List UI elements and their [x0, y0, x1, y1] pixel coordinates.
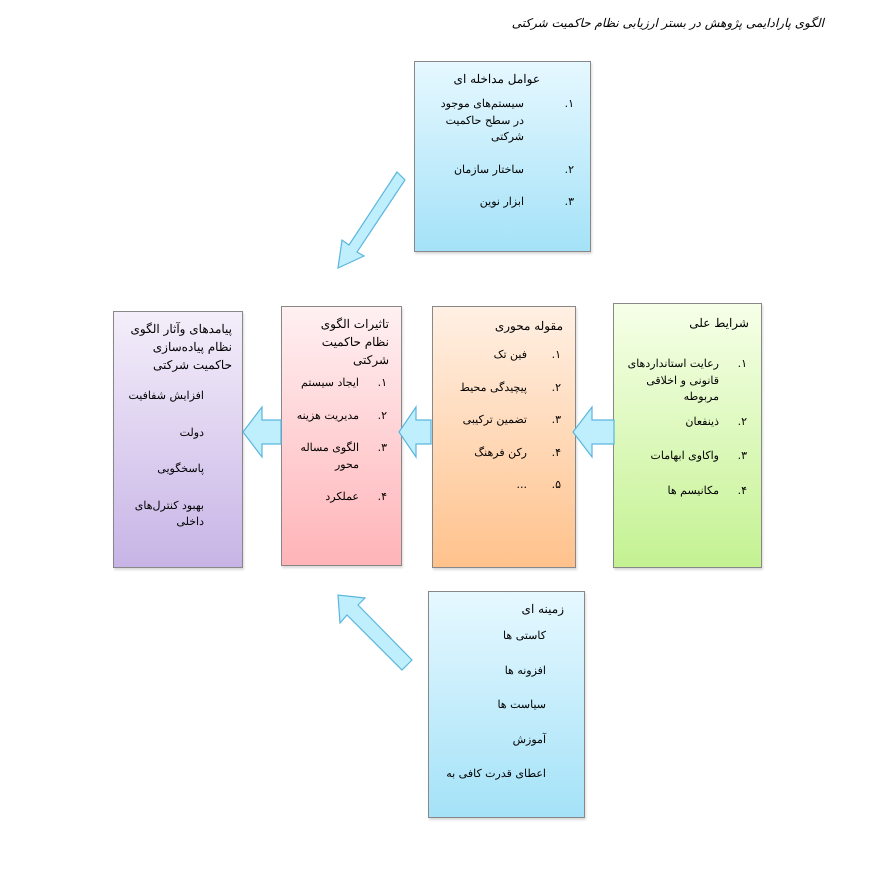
contextual-heading: زمینه ای: [521, 602, 564, 616]
list-item: سیاست ها: [497, 698, 546, 711]
list-item: ۴. عملکرد: [290, 489, 393, 506]
list-item: ۳. ابزار نوین: [429, 194, 580, 211]
causal-list: ۱. رعایت استانداردهای قانونی و اخلاقی مرب…: [624, 356, 753, 499]
item-text: ایجاد سیستم: [301, 376, 359, 389]
list-item: بهبود کنترل‌های داخلی: [134, 498, 204, 529]
contextual-box: زمینه ای کاستی ها افزونه ها سیاست ها آمو…: [428, 591, 585, 818]
item-number: ۱.: [564, 97, 574, 110]
intervening-list: ۱. سیستم‌های موجود در سطح حاکمیت شرکتی ۲.…: [429, 96, 580, 211]
contextual-list: کاستی ها افزونه ها سیاست ها آموزش اعطای …: [439, 628, 572, 783]
list-item: افزونه ها: [504, 663, 546, 677]
core-list: ۱. فین تک ۲. پیچیدگی محیط ۳. تضمین ترکیبی ۴…: [443, 347, 567, 494]
item-number: ۱.: [551, 348, 561, 361]
arrow-intervening-to-consequences-icon: [337, 171, 406, 270]
item-text: رکن فرهنگ: [474, 445, 527, 459]
intervening-factors-box: عوامل مداخله ای ۱. سیستم‌های موجود در سطح…: [414, 61, 591, 252]
outcomes-list: افزایش شفافیت دولت پاسخگویی بهبود کنترل‌…: [124, 388, 232, 531]
item-text: ساختار سازمان: [453, 162, 524, 176]
item-text: پیچیدگی محیط: [459, 380, 527, 394]
list-item: ۵....: [443, 477, 567, 494]
list-item: ۳. واکاوی ابهامات: [624, 448, 753, 465]
item-text: واکاوی ابهامات: [650, 449, 719, 462]
consequences-box: تاثیرات الگوی نظام حاکمیت شرکتی ۱. ایجاد …: [281, 306, 402, 566]
list-item: ۳. تضمین ترکیبی: [443, 412, 567, 429]
item-text: تضمین ترکیبی: [462, 413, 527, 426]
item-number: ۵.: [551, 478, 561, 491]
causal-heading: شرایط علی: [689, 316, 749, 330]
consequences-heading: تاثیرات الگوی نظام حاکمیت شرکتی: [320, 317, 389, 367]
list-item: ۴. مکانیسم ها: [624, 483, 753, 500]
list-item: ۲. پیچیدگی محیط: [443, 380, 567, 397]
item-text: ابزار نوین: [479, 195, 524, 208]
item-number: ۳.: [551, 413, 561, 426]
item-text: فین تک: [493, 348, 527, 361]
list-item: ۴. رکن فرهنگ: [443, 445, 567, 462]
outcomes-heading: پیامدهای وآثار الگوی نظام پیاده‌سازی حاک…: [130, 322, 232, 372]
list-item: آموزش: [512, 732, 546, 746]
list-item: پاسخگویی: [157, 462, 204, 475]
item-number: ۲.: [377, 408, 387, 422]
list-item: کاستی ها: [503, 629, 546, 642]
arrow-causal-to-core-icon: [572, 405, 615, 459]
intervening-heading: عوامل مداخله ای: [453, 72, 540, 86]
item-number: ۲.: [564, 162, 574, 176]
item-text: ذینفعان: [685, 414, 719, 428]
core-category-box: مقوله محوری ۱. فین تک ۲. پیچیدگی محیط ۳. تض…: [432, 306, 576, 568]
arrow-consequences-to-outcomes-icon: [242, 405, 282, 459]
item-text: مدیریت هزینه: [296, 408, 359, 422]
list-item: ۳. الگوی مساله محور: [290, 440, 393, 473]
list-item: افزایش شفافیت: [128, 389, 204, 402]
item-number: ۳.: [564, 195, 574, 208]
list-item: ۲. مدیریت هزینه: [290, 408, 393, 425]
page-title: الگوی پارادایمی پژوهش در بستر ارزیابی نظ…: [511, 16, 824, 30]
item-text: ...: [516, 478, 528, 491]
list-item: دولت: [179, 425, 204, 439]
arrow-core-to-consequences-icon: [398, 405, 432, 459]
item-number: ۲.: [551, 380, 561, 394]
list-item: ۲. ساختار سازمان: [429, 162, 580, 179]
list-item: ۱. سیستم‌های موجود در سطح حاکمیت شرکتی: [429, 96, 580, 146]
item-number: ۳.: [377, 441, 387, 454]
item-number: ۳.: [737, 449, 747, 462]
item-number: ۴.: [377, 490, 387, 503]
item-text: عملکرد: [325, 490, 359, 503]
arrow-contextual-to-consequences-icon: [337, 594, 413, 671]
causal-conditions-box: شرایط علی ۱. رعایت استانداردهای قانونی و …: [613, 303, 762, 568]
item-number: ۴.: [737, 483, 747, 497]
core-heading: مقوله محوری: [494, 319, 563, 333]
outcomes-box: پیامدهای وآثار الگوی نظام پیاده‌سازی حاک…: [113, 311, 243, 568]
item-number: ۱.: [377, 376, 387, 389]
consequences-list: ۱. ایجاد سیستم ۲. مدیریت هزینه ۳. الگوی مسا…: [290, 375, 393, 506]
item-text: رعایت استانداردهای قانونی و اخلاقی مربوط…: [627, 357, 719, 403]
item-number: ۲.: [737, 414, 747, 428]
item-number: ۴.: [551, 445, 561, 459]
item-text: مکانیسم ها: [667, 483, 719, 497]
list-item: ۱. رعایت استانداردهای قانونی و اخلاقی مرب…: [624, 356, 753, 406]
item-text: سیستم‌های موجود در سطح حاکمیت شرکتی: [440, 97, 524, 143]
list-item: ۱. ایجاد سیستم: [290, 375, 393, 392]
list-item: ۲. ذینفعان: [624, 414, 753, 431]
list-item: ۱. فین تک: [443, 347, 567, 364]
list-item: اعطای قدرت کافی به: [446, 767, 546, 780]
item-number: ۱.: [737, 357, 747, 370]
item-text: الگوی مساله محور: [300, 441, 359, 471]
